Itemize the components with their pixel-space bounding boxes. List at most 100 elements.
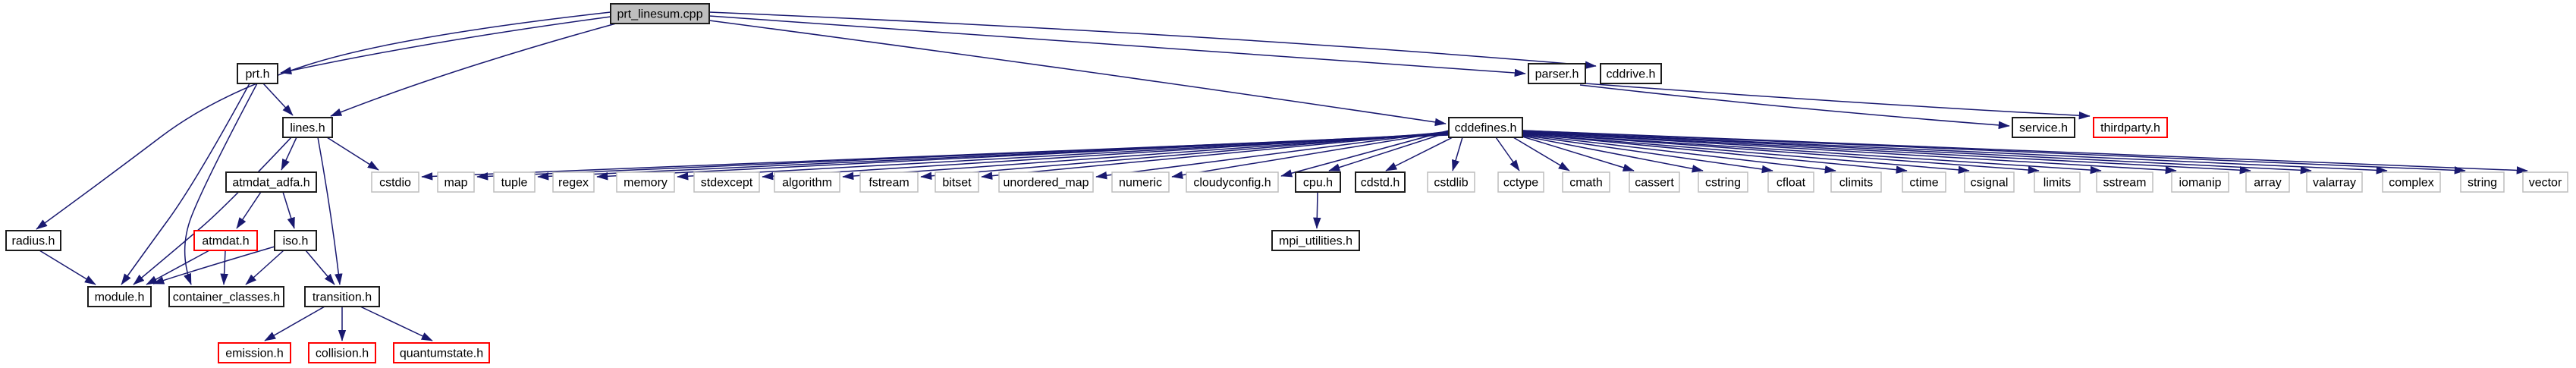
edge-cddefines_h-to-sstream — [1522, 132, 2102, 175]
node-label: cassert — [1635, 177, 1674, 190]
node-label: array — [2254, 177, 2281, 190]
node-cdstd_h[interactable]: cdstd.h — [1355, 171, 1406, 193]
node-iomanip[interactable]: iomanip — [2171, 171, 2229, 193]
node-label: transition.h — [313, 291, 372, 304]
node-cstdlib[interactable]: cstdlib — [1427, 171, 1475, 193]
node-label: parser.h — [1535, 68, 1579, 81]
node-label: vector — [2529, 177, 2562, 190]
edge-cddefines_h-to-vector — [1522, 130, 2528, 175]
node-emission_h[interactable]: emission.h — [218, 342, 291, 363]
node-label: complex — [2389, 177, 2434, 190]
node-array[interactable]: array — [2245, 171, 2290, 193]
node-algorithm[interactable]: algorithm — [774, 171, 840, 193]
node-label: emission.h — [225, 348, 283, 360]
edge-cddefines_h-to-cloudyconfig_h — [1280, 130, 1450, 178]
node-csignal[interactable]: csignal — [1964, 171, 2015, 193]
edge-cddefines_h-to-cpu_h — [1328, 131, 1450, 171]
node-parser_h[interactable]: parser.h — [1528, 63, 1586, 84]
edge-radius_h-to-module_h — [39, 250, 96, 285]
node-label: memory — [624, 177, 668, 190]
node-atmdat_adfa_h[interactable]: atmdat_adfa.h — [225, 171, 317, 193]
node-regex[interactable]: regex — [552, 171, 595, 193]
node-quantumstate_h[interactable]: quantumstate.h — [393, 342, 490, 363]
edge-transition_h-to-quantumstate_h — [360, 306, 433, 341]
node-label: cfloat — [1776, 177, 1806, 190]
node-ctime[interactable]: ctime — [1902, 171, 1946, 193]
node-mpi_utilities_h[interactable]: mpi_utilities.h — [1271, 230, 1360, 251]
node-label: iso.h — [283, 235, 309, 248]
node-sstream[interactable]: sstream — [2096, 171, 2153, 193]
node-label: tuple — [501, 177, 528, 190]
edge-cddefines_h-to-cmath — [1513, 137, 1570, 171]
node-string[interactable]: string — [2460, 171, 2505, 193]
node-tuple[interactable]: tuple — [493, 171, 536, 193]
node-cpu_h[interactable]: cpu.h — [1295, 171, 1341, 193]
node-label: cpu.h — [1303, 177, 1333, 190]
node-cddrive_h[interactable]: cddrive.h — [1600, 63, 1662, 84]
node-thirdparty_h[interactable]: thirdparty.h — [2093, 117, 2168, 138]
node-label: string — [2468, 177, 2497, 190]
node-cstdio[interactable]: cstdio — [371, 171, 419, 193]
node-numeric[interactable]: numeric — [1111, 171, 1170, 193]
node-limits[interactable]: limits — [2034, 171, 2081, 193]
node-label: mpi_utilities.h — [1279, 235, 1352, 248]
node-bitset[interactable]: bitset — [935, 171, 979, 193]
node-prt_linesum_cpp[interactable]: prt_linesum.cpp — [610, 3, 710, 24]
node-valarray[interactable]: valarray — [2306, 171, 2363, 193]
node-unordered_map[interactable]: unordered_map — [998, 171, 1094, 193]
node-stdexcept[interactable]: stdexcept — [693, 171, 760, 193]
node-cddefines_h[interactable]: cddefines.h — [1448, 117, 1523, 138]
nodes-layer: prt_linesum.cpp prt.h parser.h cddrive.h lin… — [5, 3, 2568, 363]
node-map[interactable]: map — [437, 171, 475, 193]
node-container_classes_h[interactable]: container_classes.h — [168, 286, 284, 307]
node-lines_h[interactable]: lines.h — [282, 117, 333, 138]
node-memory[interactable]: memory — [616, 171, 675, 193]
node-complex[interactable]: complex — [2382, 171, 2441, 193]
node-fstream[interactable]: fstream — [859, 171, 919, 193]
node-label: fstream — [869, 177, 909, 190]
node-iso_h[interactable]: iso.h — [274, 230, 317, 251]
node-label: regex — [558, 177, 589, 190]
edge-cddefines_h-to-complex — [1522, 131, 2388, 175]
node-cfloat[interactable]: cfloat — [1767, 171, 1814, 193]
edge-prt_linesum_cpp-to-lines_h — [330, 23, 617, 117]
node-label: container_classes.h — [173, 291, 280, 304]
node-cstring[interactable]: cstring — [1698, 171, 1748, 193]
node-service_h[interactable]: service.h — [2012, 117, 2075, 138]
node-prt_h[interactable]: prt.h — [237, 63, 278, 84]
node-label: service.h — [2019, 122, 2068, 135]
edge-cpu_h-to-mpi_utilities_h — [1313, 191, 1321, 229]
node-cmath[interactable]: cmath — [1562, 171, 1610, 193]
node-label: thirdparty.h — [2100, 122, 2160, 135]
node-label: cloudyconfig.h — [1193, 177, 1271, 190]
node-radius_h[interactable]: radius.h — [5, 230, 61, 251]
node-label: atmdat_adfa.h — [232, 177, 309, 190]
edge-cddefines_h-to-ctime — [1522, 133, 1908, 174]
node-label: prt.h — [245, 68, 269, 81]
node-cctype[interactable]: cctype — [1497, 171, 1544, 193]
node-label: cstdlib — [1434, 177, 1468, 190]
node-label: csignal — [1971, 177, 2009, 190]
node-cloudyconfig_h[interactable]: cloudyconfig.h — [1186, 171, 1279, 193]
node-label: cdstd.h — [1361, 177, 1400, 190]
node-module_h[interactable]: module.h — [87, 286, 152, 307]
edge-cddefines_h-to-cstring — [1522, 135, 1704, 173]
node-label: radius.h — [12, 235, 55, 248]
edge-prt_h-to-module_h — [121, 83, 250, 285]
edge-atmdat_h-to-module_h — [146, 250, 210, 285]
node-vector[interactable]: vector — [2522, 171, 2568, 193]
node-cassert[interactable]: cassert — [1629, 171, 1680, 193]
edge-prt_linesum_cpp-to-cddrive_h — [708, 11, 1597, 70]
node-atmdat_h[interactable]: atmdat.h — [193, 230, 258, 251]
edge-cddefines_h-to-cdstd_h — [1385, 137, 1453, 171]
edge-prt_linesum_cpp-to-prt_h — [280, 16, 611, 75]
edge-iso_h-to-module_h — [152, 246, 275, 285]
edge-lines_h-to-cstdio — [326, 137, 379, 171]
node-label: valarray — [2313, 177, 2356, 190]
node-collision_h[interactable]: collision.h — [308, 342, 376, 363]
node-transition_h[interactable]: transition.h — [304, 286, 380, 307]
node-climits[interactable]: climits — [1830, 171, 1882, 193]
node-label: atmdat.h — [202, 235, 249, 248]
node-label: unordered_map — [1004, 177, 1089, 190]
node-label: climits — [1839, 177, 1873, 190]
